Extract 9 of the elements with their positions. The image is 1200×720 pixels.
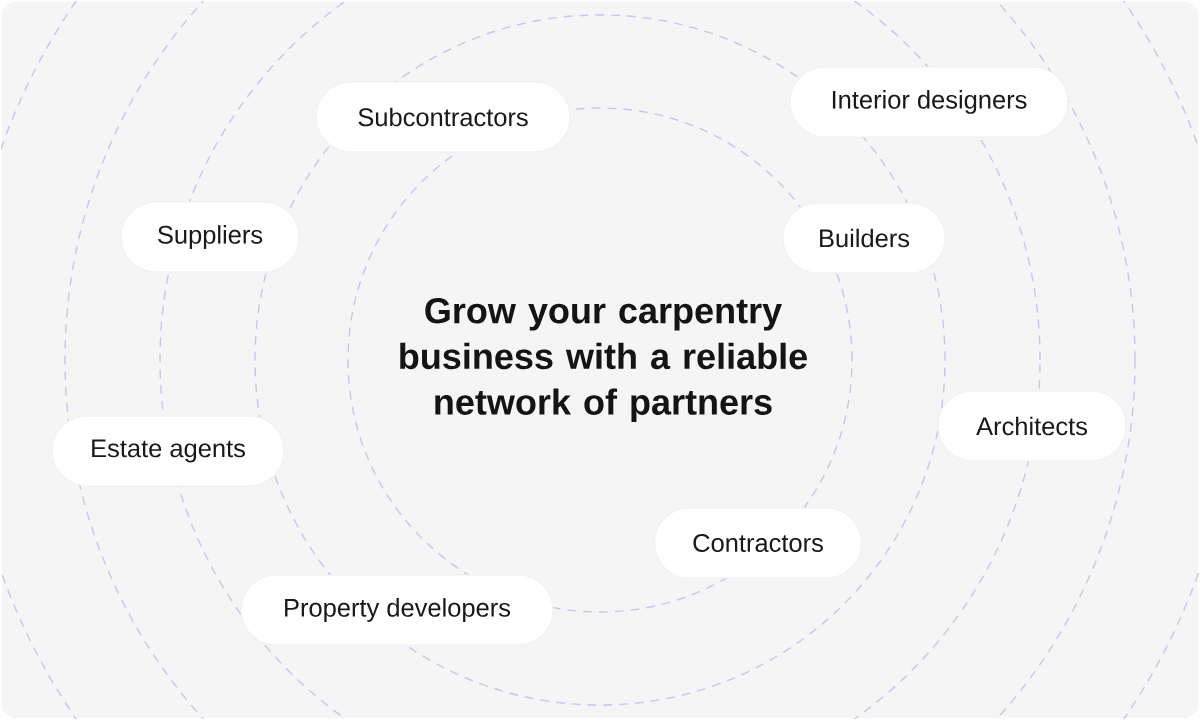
pill-label: Property developers xyxy=(240,574,554,646)
pill-label: Estate agents xyxy=(51,415,285,487)
pill-label: Subcontractors xyxy=(315,81,571,153)
pill-label: Interior designers xyxy=(789,66,1069,138)
pill-label: Suppliers xyxy=(120,201,300,273)
pill-label: Architects xyxy=(937,390,1127,462)
pill-label: Contractors xyxy=(654,507,863,579)
heading: Grow your carpentry business with a reliable network of partners xyxy=(400,298,807,422)
pill-label: Builders xyxy=(782,202,946,274)
